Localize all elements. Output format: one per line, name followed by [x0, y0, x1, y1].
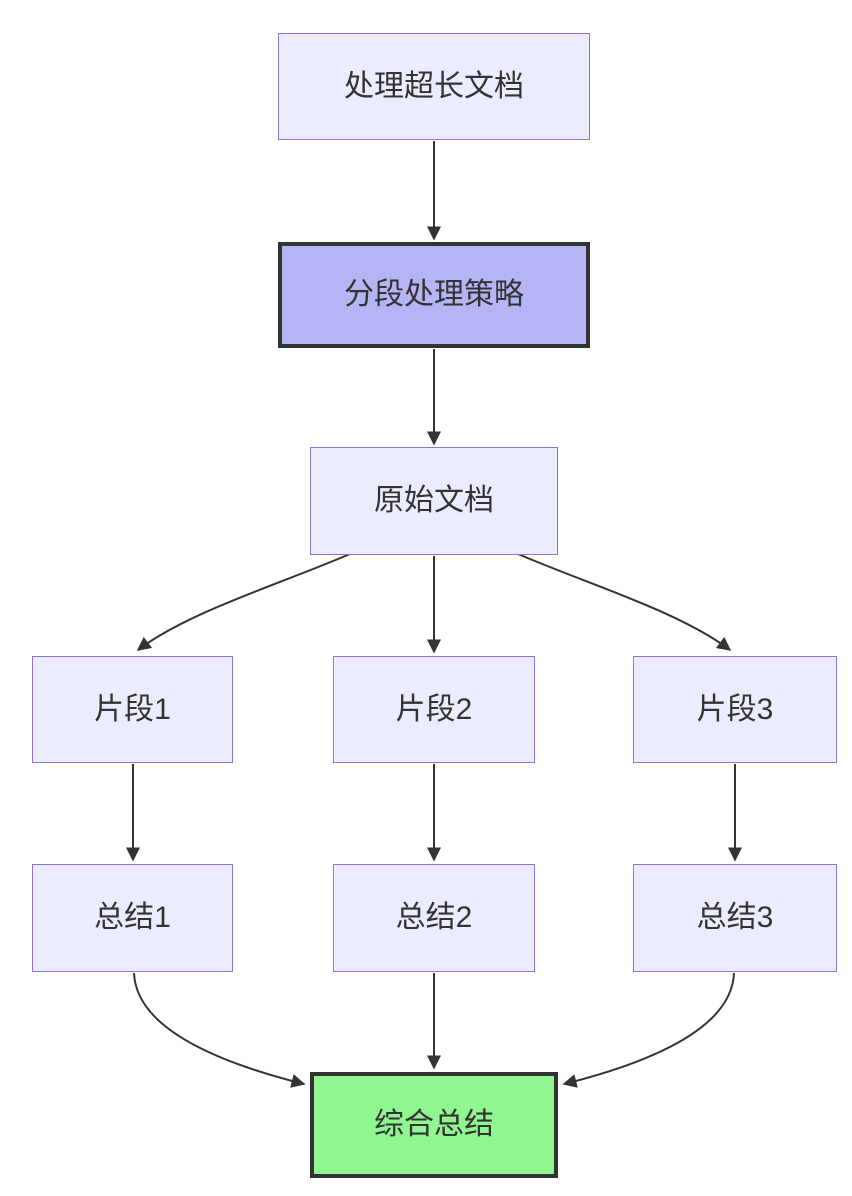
node-fragment1-label: 片段1: [94, 692, 171, 726]
node-original-doc-label: 原始文档: [374, 484, 494, 517]
node-final-summary: 综合总结: [310, 1072, 558, 1178]
edge-summary1-to-final: [133, 972, 306, 1088]
node-process-long-doc-label: 处理超长文档: [344, 69, 524, 103]
node-fragment2: 片段2: [333, 656, 535, 763]
node-summary2-label: 总结2: [395, 901, 473, 934]
node-fragment2-label: 片段2: [395, 692, 473, 726]
node-summary3-label: 总结3: [696, 901, 774, 934]
node-segment-strategy-label: 分段处理策略: [344, 278, 524, 311]
node-fragment3-label: 片段3: [696, 692, 774, 726]
node-final-summary-label: 综合总结: [374, 1108, 494, 1141]
node-segment-strategy: 分段处理策略: [278, 242, 590, 348]
edge-original-to-fragment1: [136, 553, 351, 651]
node-original-doc: 原始文档: [310, 447, 558, 555]
node-summary1-label: 总结1: [94, 901, 171, 934]
edge-summary3-to-final: [562, 972, 735, 1088]
node-fragment1: 片段1: [32, 656, 233, 763]
node-summary1: 总结1: [32, 864, 233, 972]
node-process-long-doc: 处理超长文档: [278, 33, 590, 140]
edge-original-to-fragment3: [517, 553, 732, 651]
node-fragment3: 片段3: [633, 656, 837, 763]
node-summary2: 总结2: [333, 864, 535, 972]
node-summary3: 总结3: [633, 864, 837, 972]
